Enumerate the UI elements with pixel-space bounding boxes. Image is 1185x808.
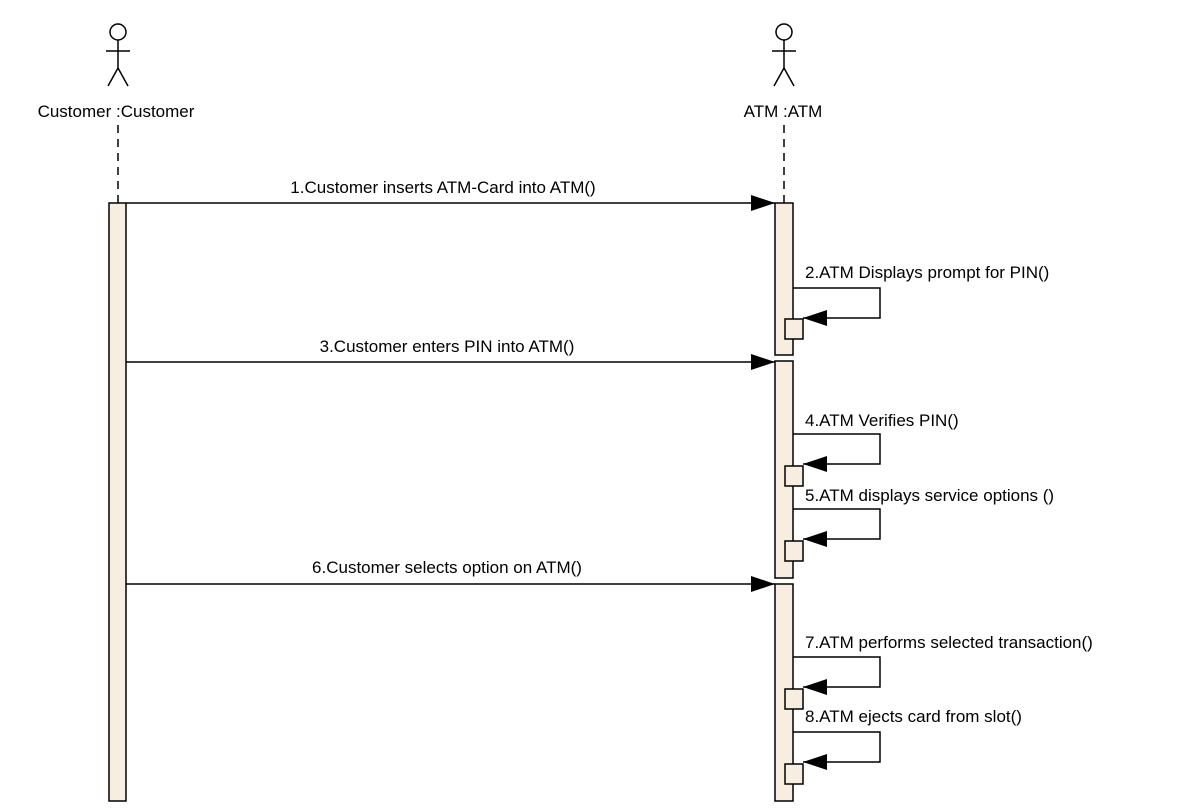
activation-bar [108, 202, 127, 802]
lifeline-label-atm: ATM :ATM [744, 102, 823, 121]
actor-icon [772, 23, 796, 87]
message-6: 6.Customer selects option on ATM() [126, 558, 775, 592]
self-message-arrow [793, 287, 881, 326]
message-label: 6.Customer selects option on ATM() [312, 558, 582, 577]
message-7: 7.ATM performs selected transaction() [793, 633, 1093, 695]
message-label: 7.ATM performs selected transaction() [805, 633, 1093, 652]
nested-activation [784, 688, 804, 710]
actor-icon [106, 23, 130, 87]
message-3: 3.Customer enters PIN into ATM() [126, 337, 775, 370]
nested-activation [784, 763, 804, 785]
message-8: 8.ATM ejects card from slot() [793, 707, 1022, 770]
self-message-arrow [793, 656, 881, 695]
activation-bar [774, 202, 794, 356]
message-label: 4.ATM Verifies PIN() [805, 411, 959, 430]
self-message-arrow [793, 731, 881, 770]
message-1: 1.Customer inserts ATM-Card into ATM() [126, 178, 775, 211]
message-2: 2.ATM Displays prompt for PIN() [793, 263, 1049, 326]
nested-activation [784, 318, 804, 340]
message-4: 4.ATM Verifies PIN() [793, 411, 959, 472]
message-label: 5.ATM displays service options () [805, 486, 1054, 505]
self-message-arrow [793, 433, 881, 472]
lifeline-label-customer: Customer :Customer [38, 102, 195, 121]
nested-activation [784, 540, 804, 562]
lifeline-atm: ATM :ATM [744, 23, 823, 802]
message-label: 2.ATM Displays prompt for PIN() [805, 263, 1049, 282]
nested-activation [784, 465, 804, 487]
message-label: 1.Customer inserts ATM-Card into ATM() [290, 178, 595, 197]
self-message-arrow [793, 508, 881, 547]
message-label: 3.Customer enters PIN into ATM() [320, 337, 575, 356]
message-5: 5.ATM displays service options () [793, 486, 1054, 547]
message-label: 8.ATM ejects card from slot() [805, 707, 1022, 726]
lifeline-customer: Customer :Customer [38, 23, 195, 802]
